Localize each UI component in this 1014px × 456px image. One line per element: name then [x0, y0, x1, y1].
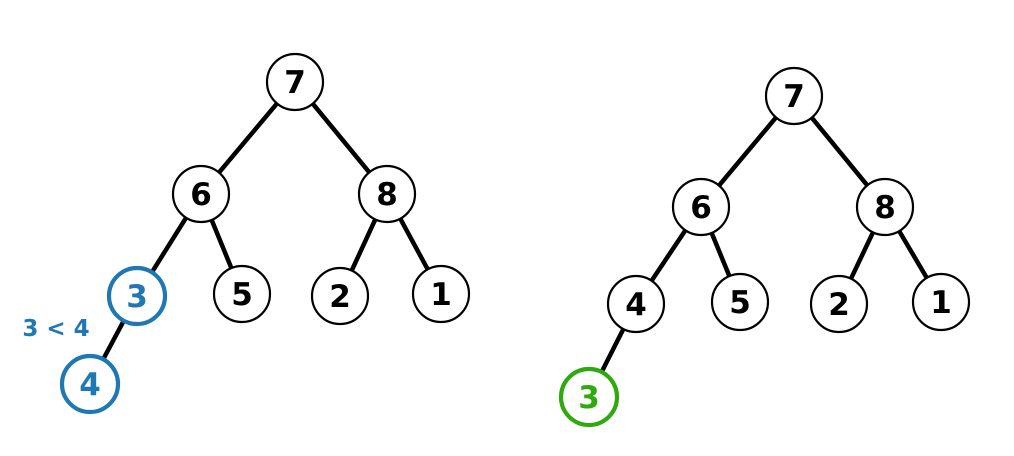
- tree-before-swap: 7 6 8 3 5 2 1 4 3 < 4: [22, 52, 471, 415]
- edge-a7-a8: [310, 101, 372, 175]
- tree-node-3: 3: [106, 265, 168, 327]
- tree-node-4: 4: [606, 274, 666, 334]
- tree-node-5: 5: [710, 272, 770, 332]
- tree-node-2: 2: [809, 274, 869, 334]
- edge-a6-a5: [209, 217, 234, 271]
- edge-b7-b8: [809, 115, 870, 188]
- tree-node-2: 2: [310, 266, 370, 326]
- node-value: 2: [329, 279, 351, 315]
- tree-node-7: 7: [764, 66, 824, 126]
- tree-node-6: 6: [171, 164, 231, 224]
- node-circle: [809, 274, 869, 334]
- node-value: 7: [284, 65, 306, 101]
- node-value: 3: [126, 279, 148, 315]
- node-value: 7: [783, 79, 805, 115]
- tree-node-1: 1: [911, 272, 971, 332]
- edge-a3-a4: [100, 318, 127, 362]
- node-circle: [212, 264, 272, 324]
- edge-a8-a2: [349, 217, 378, 273]
- edge-a8-a1: [398, 216, 430, 272]
- node-value: 4: [79, 367, 101, 403]
- edge-b8-b1: [896, 228, 930, 281]
- node-circle: [411, 264, 471, 324]
- node-circle: [310, 266, 370, 326]
- tree-node-8: 8: [855, 177, 915, 237]
- edge-a7-a6: [216, 101, 280, 175]
- node-circle: [265, 52, 325, 112]
- node-circle: [764, 66, 824, 126]
- tree-node-1: 1: [411, 264, 471, 324]
- tree-node-4: 4: [59, 353, 121, 415]
- node-value: 8: [874, 190, 896, 226]
- node-circle: [106, 265, 168, 327]
- tree-node-8: 8: [357, 164, 417, 224]
- tree-after-swap-edges: [599, 115, 930, 375]
- edge-a6-a3: [149, 215, 189, 275]
- node-circle: [59, 353, 121, 415]
- edge-b7-b6: [716, 115, 779, 188]
- tree-after-swap: 7 6 8 4 5 2 1 3: [558, 66, 971, 428]
- node-value: 2: [828, 287, 850, 323]
- tree-node-5: 5: [212, 264, 272, 324]
- tree-after-swap-nodes: 7 6 8 4 5 2 1 3: [558, 66, 971, 428]
- node-circle: [855, 177, 915, 237]
- node-circle: [606, 274, 666, 334]
- node-circle: [357, 164, 417, 224]
- edge-b4-b3: [599, 326, 626, 375]
- edge-b8-b2: [848, 230, 876, 281]
- node-circle: [710, 272, 770, 332]
- node-value: 1: [930, 285, 952, 321]
- node-value: 5: [729, 285, 751, 321]
- edge-b6-b5: [709, 230, 732, 279]
- node-value: 1: [430, 277, 452, 313]
- node-value: 4: [625, 287, 647, 323]
- node-value: 3: [578, 380, 600, 416]
- tree-node-3: 3: [558, 366, 620, 428]
- tree-before-swap-nodes: 7 6 8 3 5 2 1 4: [59, 52, 471, 415]
- node-value: 5: [231, 277, 253, 313]
- node-circle: [171, 164, 231, 224]
- node-circle: [671, 177, 731, 237]
- node-value: 6: [690, 190, 712, 226]
- comparison-annotation: 3 < 4: [22, 316, 89, 342]
- tree-before-swap-edges: [100, 101, 430, 362]
- node-value: 8: [376, 177, 398, 213]
- node-circle: [911, 272, 971, 332]
- tree-node-7: 7: [265, 52, 325, 112]
- tree-node-6: 6: [671, 177, 731, 237]
- edge-b6-b4: [649, 228, 688, 283]
- node-circle: [558, 366, 620, 428]
- node-value: 6: [190, 177, 212, 213]
